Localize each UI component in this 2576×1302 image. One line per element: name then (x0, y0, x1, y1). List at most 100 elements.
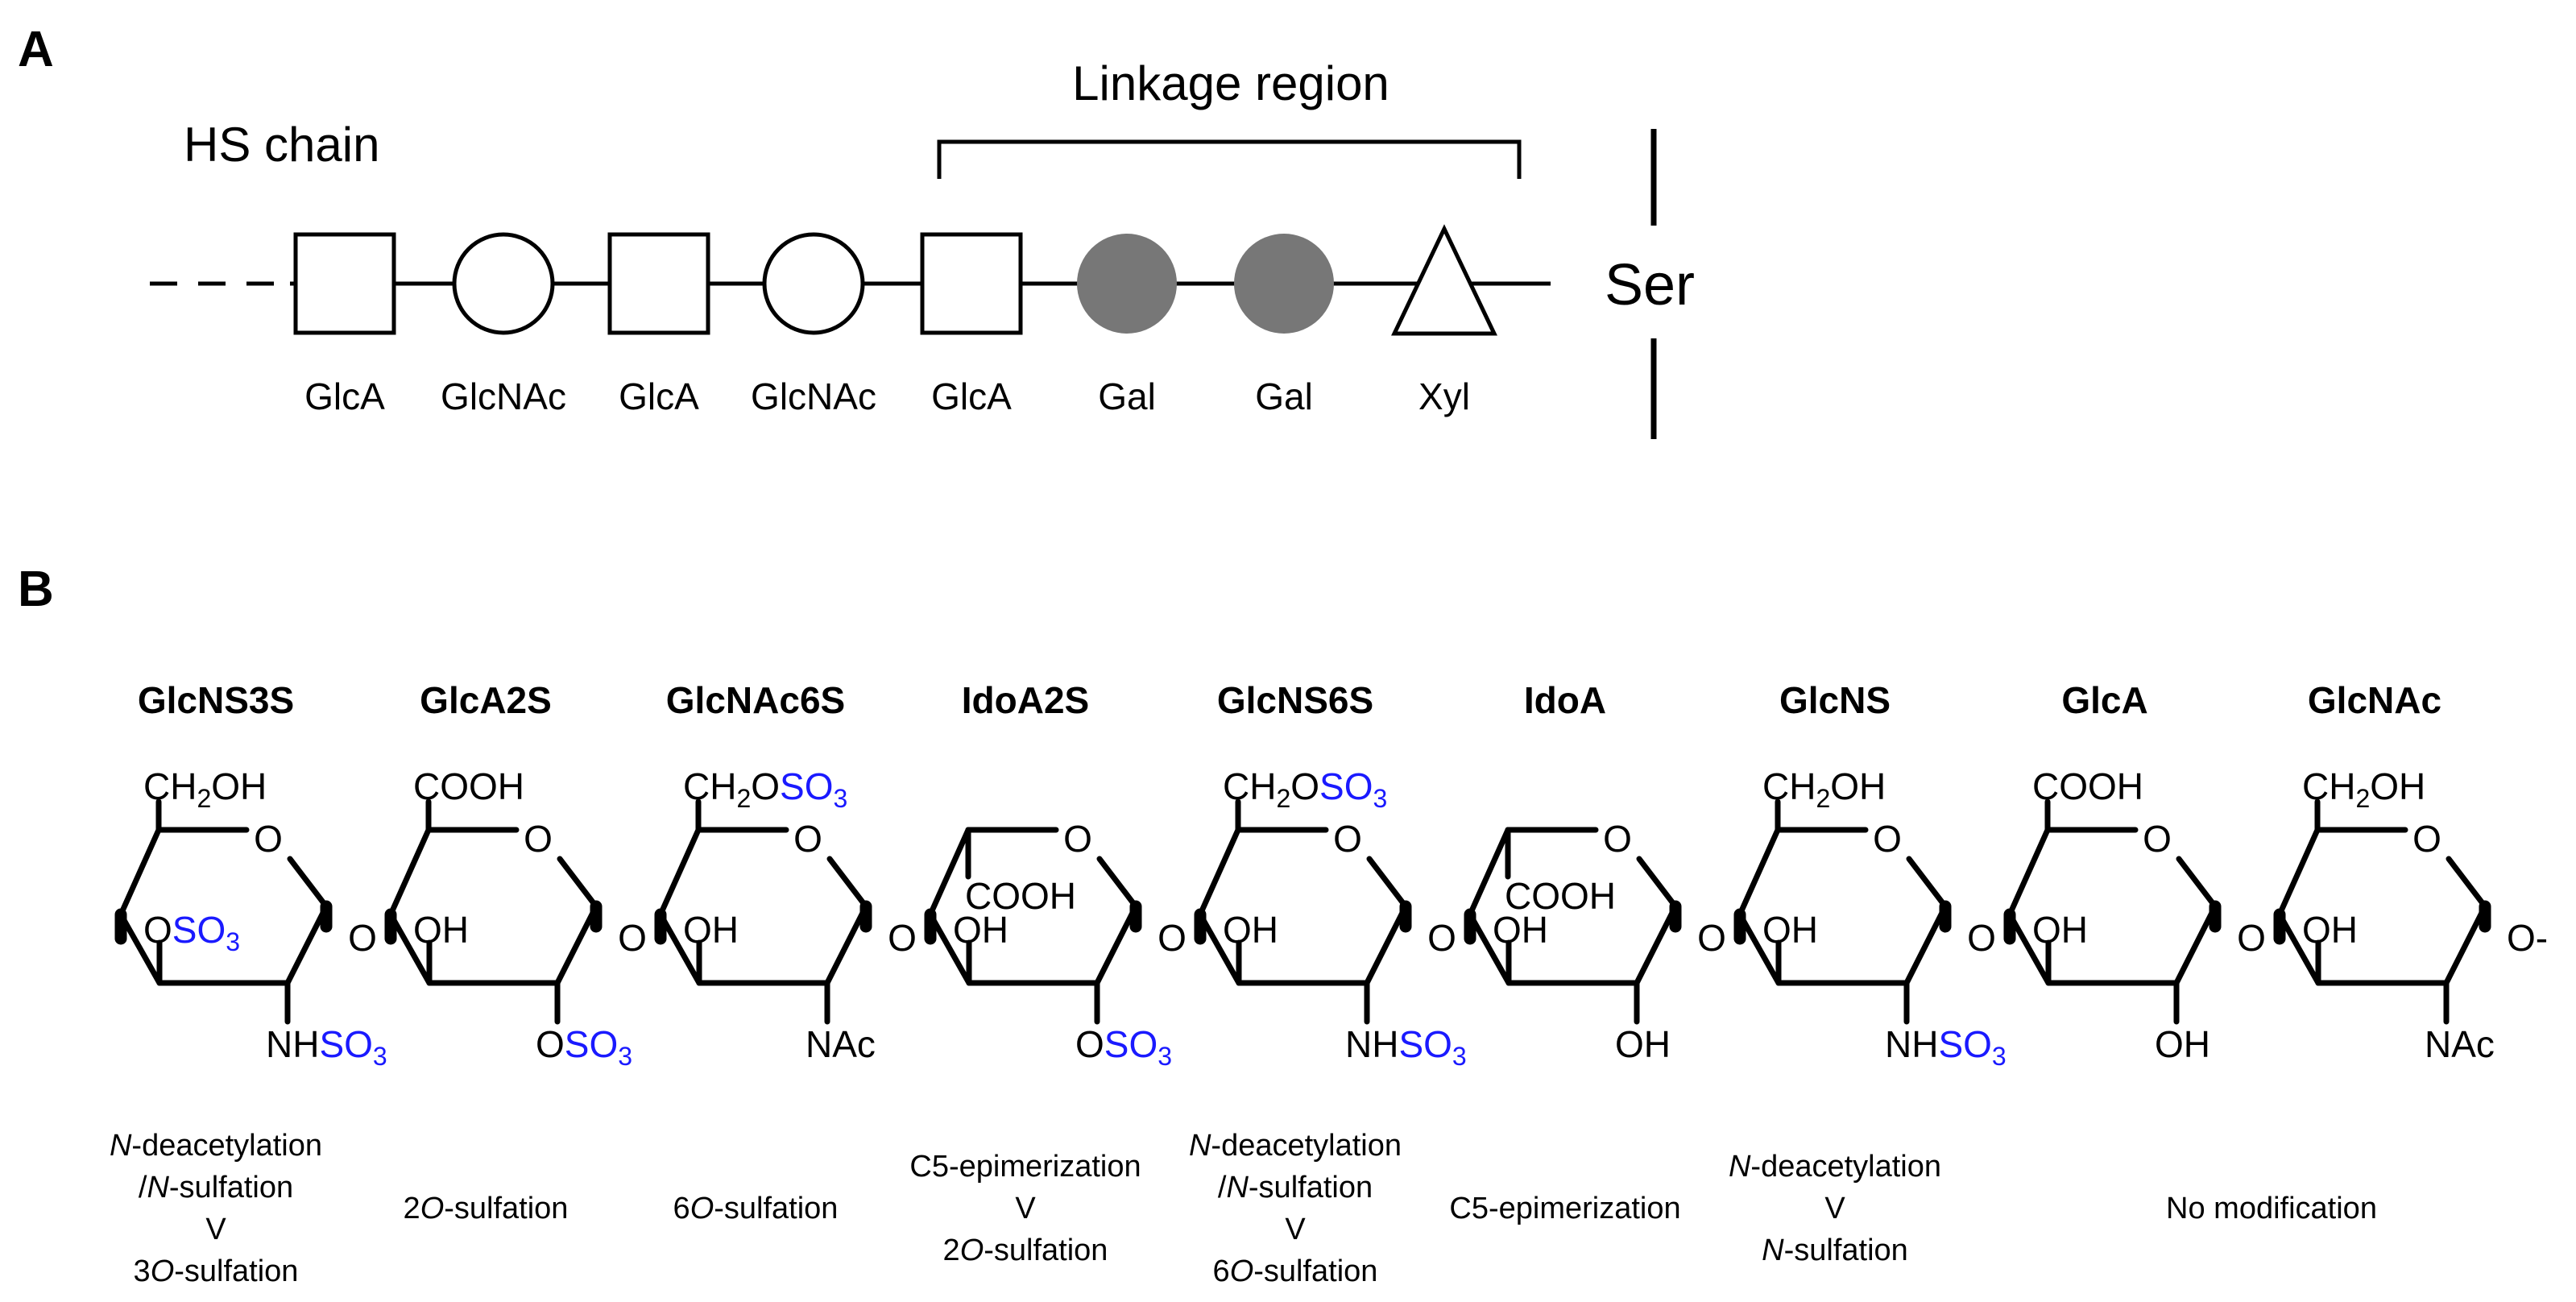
residue-name: GlcNS6S (1217, 679, 1373, 721)
pyranose-ring (118, 827, 329, 986)
modification-line: C5-epimerization (909, 1150, 1141, 1184)
pyranose-ring (2007, 827, 2218, 986)
modification-line: C5-epimerization (1449, 1192, 1680, 1225)
ring-oxygen: O (254, 818, 283, 860)
heparan-sulfate-residues: GlcNS3SOCH2OHOSO3NHSO3ON-deacetylation/N… (110, 679, 2548, 1288)
unit-7-gal-label: Gal (1255, 375, 1313, 417)
c2-group: OH (1615, 1023, 1671, 1065)
c3-group: OH (683, 909, 739, 951)
residue-name: IdoA2S (962, 679, 1089, 721)
c6-group: CH2OSO3 (1223, 765, 1387, 813)
panel-a-letter: A (18, 22, 54, 77)
modification-line: V (205, 1213, 226, 1246)
c2-group: NHSO3 (1345, 1023, 1467, 1071)
ring-bond (2176, 856, 2218, 910)
modification-line: N-deacetylation (1729, 1150, 1941, 1184)
ser-label: Ser (1605, 253, 1695, 317)
c6-group: COOH (2032, 765, 2143, 807)
unit-6-gal-filled-circle (1077, 234, 1177, 334)
ring-bond (2446, 856, 2488, 910)
glycosidic-oxygen: O (348, 917, 377, 959)
c2-group: NHSO3 (266, 1023, 387, 1071)
modification-line: N-deacetylation (1189, 1129, 1402, 1163)
unit-3-glca-label: GlcA (619, 375, 699, 417)
modification-line: N-sulfation (1762, 1234, 1908, 1267)
c6-group: CH2OH (2302, 765, 2425, 813)
pyranose-ring (1737, 827, 1949, 986)
residue-idoa2s: IdoA2SOCOOHOHOSO3OC5-epimerizationV2O-su… (909, 679, 1187, 1267)
glycosidic-oxygen: O (888, 917, 917, 959)
c3-group: OH (413, 909, 469, 951)
ring-bond (1366, 856, 1409, 910)
residue-name: GlcNS (1779, 679, 1891, 721)
modification-line: N-deacetylation (110, 1129, 322, 1163)
residue-name: GlcA (2061, 679, 2147, 721)
glycosidic-oxygen: O (1697, 917, 1726, 959)
residue-name: GlcNAc6S (666, 679, 845, 721)
residue-name: GlcNS3S (138, 679, 294, 721)
modification-line: 3O-sulfation (134, 1254, 299, 1288)
modification-line: 2O-sulfation (404, 1192, 569, 1225)
pyranose-ring (1197, 827, 1409, 986)
unit-8-xyl-label: Xyl (1418, 375, 1470, 417)
c2-group: NAc (806, 1023, 876, 1065)
unit-6-gal-label: Gal (1098, 375, 1156, 417)
glycosidic-oxygen: O (1427, 917, 1456, 959)
hs-chain-label: HS chain (184, 118, 379, 172)
unit-7-gal-filled-circle (1234, 234, 1334, 334)
ring-oxygen: O (793, 818, 822, 860)
c3-group: OH (1223, 909, 1278, 951)
ring-bond (1906, 856, 1949, 910)
ring-oxygen: O (2143, 818, 2172, 860)
c3-group: OH (953, 909, 1008, 951)
ring-oxygen: O (524, 818, 553, 860)
ring-bond (1636, 856, 1679, 910)
unit-4-glcnac-label: GlcNAc (751, 375, 876, 417)
no-modification-label: No modification (2166, 1192, 2377, 1225)
modification-line: /N-sulfation (1218, 1171, 1373, 1205)
ring-bond (287, 856, 329, 910)
ring-bond (1096, 856, 1139, 910)
unit-1-glca-label: GlcA (304, 375, 385, 417)
c2-group: OSO3 (1075, 1023, 1172, 1071)
linkage-region-bracket (937, 139, 1522, 179)
unit-8-xyl-triangle (1391, 224, 1497, 336)
c6-group: CH2OH (143, 765, 267, 813)
unit-3-glca-square (607, 232, 710, 335)
c2-group: NHSO3 (1885, 1023, 2007, 1071)
c6-group: COOH (413, 765, 524, 807)
glycosidic-oxygen: O (2237, 917, 2266, 959)
ring-oxygen: O (1063, 818, 1092, 860)
ring-bond (557, 856, 599, 910)
pyranose-ring (2276, 827, 2488, 986)
modification-line: V (1015, 1192, 1036, 1225)
residue-glcns: GlcNSOCH2OHOHNHSO3ON-deacetylationVN-sul… (1729, 679, 2007, 1267)
unit-4-glcnac-circle (762, 232, 865, 335)
c2-group: OSO3 (536, 1023, 632, 1071)
linkage-region-label: Linkage region (1072, 56, 1389, 110)
pyranose-ring (657, 827, 869, 986)
c3-group: OSO3 (143, 909, 240, 956)
glycosidic-oxygen: O- (2507, 917, 2548, 959)
c6-group: CH2OH (1762, 765, 1886, 813)
ring-oxygen: O (1603, 818, 1632, 860)
glycosidic-oxygen: O (618, 917, 647, 959)
ring-oxygen: O (1873, 818, 1902, 860)
ring-oxygen: O (2412, 818, 2441, 860)
residue-name: IdoA (1524, 679, 1606, 721)
modification-line: V (1824, 1192, 1845, 1225)
c3-group: OH (2302, 909, 2358, 951)
pyranose-ring (387, 827, 599, 986)
residue-name: GlcA2S (420, 679, 552, 721)
modification-line: 2O-sulfation (943, 1234, 1108, 1267)
modification-line: /N-sulfation (139, 1171, 293, 1205)
ring-oxygen: O (1333, 818, 1362, 860)
